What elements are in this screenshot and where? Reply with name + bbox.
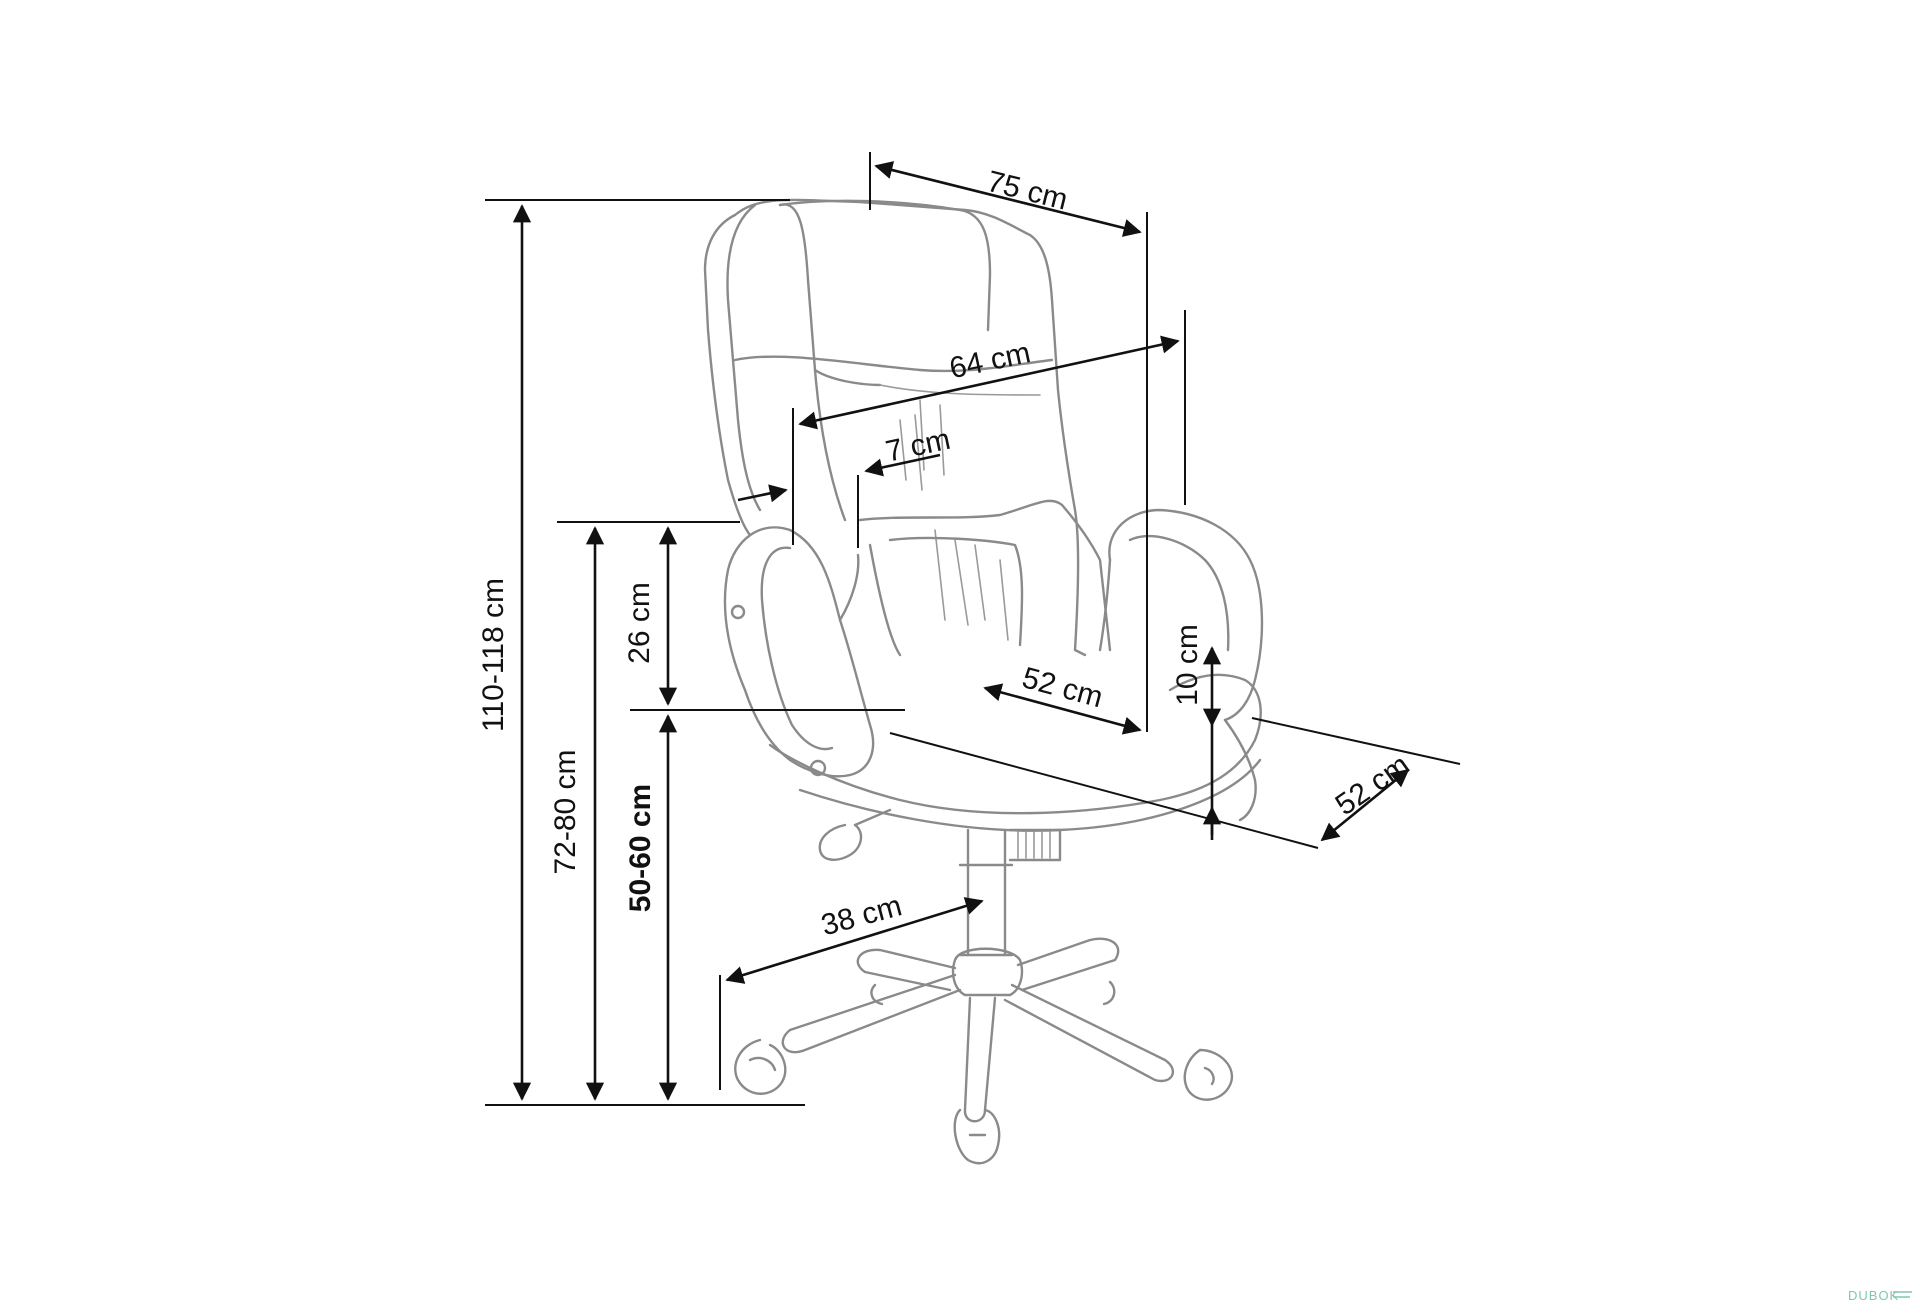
dimension-labels: 110-118 cm 72-80 cm 50-60 cm 26 cm 75 cm… <box>477 165 1415 942</box>
label-armrest-height: 72-80 cm <box>549 749 582 874</box>
overall-width-arrow <box>874 161 1142 237</box>
seat-depth-arrow <box>1320 768 1410 842</box>
armrest-width-arrow-left <box>737 484 788 503</box>
armrest-width-arrow-right <box>864 453 941 477</box>
extension-lines <box>485 152 1461 1106</box>
label-inner-width: 64 cm <box>947 336 1034 385</box>
label-overall-height: 110-118 cm <box>477 578 510 732</box>
base-radius-arrow <box>725 897 984 984</box>
label-seat-height: 50-60 cm <box>624 784 657 912</box>
inner-width-arrow <box>798 335 1180 430</box>
label-armrest-above-seat: 26 cm <box>623 582 656 664</box>
label-seat-depth: 52 cm <box>1330 748 1416 822</box>
watermark-text: DUBOK <box>1848 1288 1899 1303</box>
label-base-radius: 38 cm <box>818 889 905 942</box>
label-overall-width: 75 cm <box>984 165 1071 217</box>
label-seat-width: 52 cm <box>1019 661 1106 714</box>
dimension-arrows <box>512 161 1410 1101</box>
watermark-logo: DUBOK <box>1848 1288 1912 1303</box>
label-cushion-thickness: 10 cm <box>1171 624 1204 706</box>
seat-width-arrow <box>983 683 1142 735</box>
